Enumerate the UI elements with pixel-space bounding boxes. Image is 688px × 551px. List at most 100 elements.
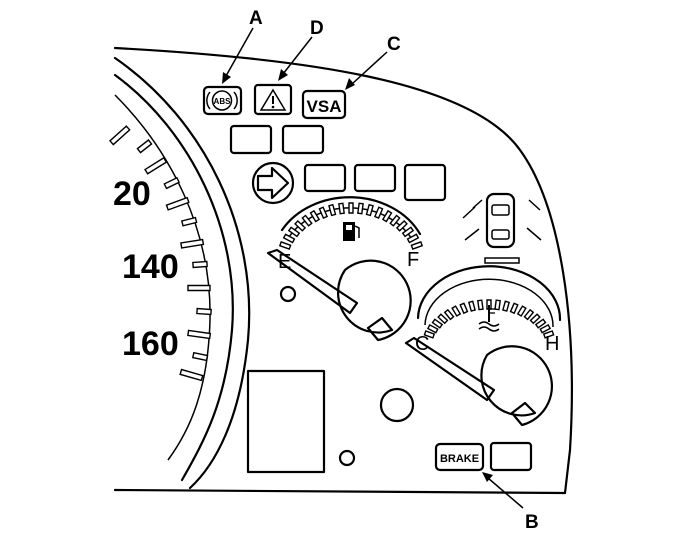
tick-mark: [389, 214, 401, 227]
abs-indicator: ABS: [202, 85, 243, 116]
tick-mark: [494, 299, 501, 311]
callout-label-c: C: [387, 34, 401, 55]
tick-mark: [180, 238, 205, 249]
right-arrow-icon: [256, 166, 290, 200]
hazard-warning-indicator: [253, 83, 293, 116]
vsa-indicator: VSA: [301, 89, 347, 120]
blank-indicator-slot: [281, 124, 325, 155]
fuel-full-label: F: [407, 249, 419, 271]
tick-mark: [443, 308, 455, 321]
blank-indicator-slot: [303, 163, 347, 193]
tick-mark: [477, 299, 484, 311]
tick-mark: [191, 351, 209, 362]
tick-mark: [187, 284, 211, 292]
temp-hot-label: H: [545, 333, 559, 355]
tick-mark: [410, 241, 424, 250]
tick-mark: [282, 233, 296, 244]
tick-mark: [108, 125, 131, 146]
blank-indicator-slot: [489, 441, 533, 472]
tick-mark: [365, 203, 374, 217]
temp-gauge-hub: [480, 345, 553, 427]
cluster-housing-outline: [113, 46, 573, 495]
tick-mark: [401, 226, 415, 238]
tick-mark: [502, 300, 511, 312]
brake-indicator: BRAKE: [434, 442, 485, 472]
tick-mark: [459, 302, 469, 315]
brake-indicator-label: BRAKE: [440, 453, 479, 465]
turn-signal-indicator: [251, 161, 295, 205]
tick-mark: [179, 368, 204, 382]
blank-indicator-slot: [229, 124, 273, 155]
warning-triangle-icon: [259, 88, 287, 111]
tick-mark: [196, 307, 212, 316]
odometer-display-window: [246, 369, 326, 474]
tick-mark: [318, 206, 329, 219]
tick-mark: [328, 203, 337, 217]
tick-mark: [542, 330, 555, 339]
car-top-view-icon: [485, 192, 516, 249]
tick-mark: [431, 318, 444, 329]
temperature-gauge: C H: [404, 265, 562, 427]
speedometer-tick-marks: [108, 125, 212, 382]
fuel-gauge-hub: [336, 259, 412, 342]
tick-mark: [395, 220, 408, 232]
tick-mark: [287, 226, 301, 238]
knob-circle: [379, 387, 415, 423]
tick-mark: [180, 216, 198, 227]
tick-mark: [144, 156, 168, 175]
tick-mark: [539, 323, 552, 334]
speedometer-dial-edge: [114, 94, 211, 461]
blank-indicator-slot: [403, 163, 447, 202]
tick-mark: [381, 209, 393, 223]
tick-mark: [423, 330, 436, 339]
tick-mark: [406, 233, 420, 244]
tick-mark: [437, 313, 449, 325]
indicator-light-circle: [338, 449, 356, 467]
blank-indicator-slot: [353, 163, 397, 193]
fuel-gauge-tick-marks: [278, 202, 424, 250]
callout-label-d: D: [310, 18, 324, 39]
callout-label-a: A: [249, 8, 263, 29]
fuel-gauge: E F: [266, 196, 424, 342]
fuel-gauge-needle: [266, 248, 359, 315]
tick-mark: [136, 139, 153, 154]
tick-mark: [373, 206, 384, 219]
temp-gauge-needle: [404, 336, 496, 402]
tick-mark: [348, 202, 354, 214]
fuel-gauge-arc-outer: [280, 196, 422, 236]
callout-leaders: [222, 27, 524, 509]
callout-label-b: B: [525, 512, 539, 533]
tick-mark: [278, 241, 292, 250]
tick-mark: [163, 176, 181, 190]
speedometer-bezel-outer: [113, 56, 251, 490]
temp-gauge-arc-inner: [424, 278, 554, 328]
speed-label-140: 140: [122, 248, 179, 286]
tick-mark: [187, 329, 212, 340]
speed-label-160: 160: [122, 325, 179, 363]
tick-mark: [529, 313, 541, 325]
abs-indicator-label: ABS: [214, 97, 232, 106]
temp-gauge-arc-outer: [416, 265, 562, 322]
speedometer: 20 140 160: [108, 56, 251, 490]
tick-mark: [509, 302, 519, 315]
tick-mark: [357, 202, 364, 215]
tick-mark: [294, 220, 307, 232]
vsa-indicator-label: VSA: [307, 97, 342, 116]
temp-gauge-tick-marks: [423, 299, 555, 339]
tick-mark: [534, 318, 547, 329]
coolant-temp-icon: [478, 305, 500, 332]
speed-label-120: 20: [113, 175, 151, 213]
tick-mark: [165, 196, 190, 211]
tick-mark: [192, 260, 208, 269]
tick-mark: [451, 305, 462, 317]
tick-mark: [301, 214, 313, 227]
tick-mark: [467, 300, 476, 312]
tick-mark: [338, 202, 345, 215]
tick-mark: [523, 308, 535, 321]
speedometer-bezel-inner: [113, 73, 234, 482]
tick-mark: [309, 209, 321, 223]
indicator-light-circle: [279, 285, 297, 303]
door-ajar-indicator: [462, 192, 542, 264]
tick-mark: [516, 305, 527, 317]
